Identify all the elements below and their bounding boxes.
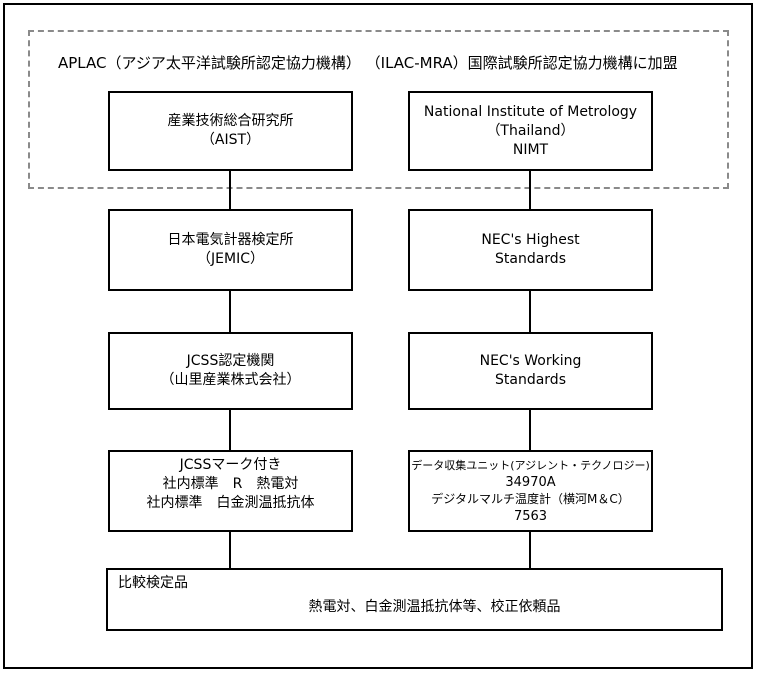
nimt-line-2: （Thailand） — [486, 122, 575, 139]
aist-box: 産業技術総合研究所 （AIST） — [108, 91, 353, 171]
connector-left-4 — [229, 531, 231, 569]
nimt-line-1: National Institute of Metrology — [423, 103, 638, 120]
jemic-box: 日本電気計器検定所 （JEMIC） — [108, 209, 353, 291]
connector-left-3 — [229, 409, 231, 451]
jemic-line-1: 日本電気計器検定所 — [167, 232, 294, 248]
instruments-line-3: デジタルマルチ温度計（横河M＆C） — [431, 492, 630, 506]
comparison-items-text: 熱電対、白金測温抵抗体等、校正依頼品 — [308, 599, 561, 615]
instruments-line-1: データ収集ユニット(アジレント・テクノロジー) — [411, 459, 650, 472]
instruments-box: データ収集ユニット(アジレント・テクノロジー) 34970A デジタルマルチ温度… — [408, 450, 653, 532]
jemic-line-2: （JEMIC） — [197, 251, 264, 267]
instruments-line-2: 34970A — [505, 475, 556, 490]
connector-left-2 — [229, 290, 231, 333]
jcss-lab-line-1: JCSS認定機関 — [186, 353, 275, 369]
internal-standards-box: JCSSマーク付き 社内標準 R 熱電対 社内標準 白金測温抵抗体 — [108, 450, 353, 532]
nec-highest-line-2: Standards — [495, 251, 566, 267]
nec-highest-line-1: NEC's Highest — [481, 232, 580, 248]
connector-right-3 — [529, 409, 531, 451]
internal-standards-line-3: 社内標準 白金測温抵抗体 — [146, 495, 315, 511]
accreditation-header: APLAC（アジア太平洋試験所認定協力機構） （ILAC-MRA）国際試験所認定… — [58, 54, 678, 72]
nimt-line-3: NIMT — [512, 141, 549, 158]
nec-working-line-1: NEC's Working — [479, 353, 582, 369]
connector-right-2 — [529, 290, 531, 333]
international-accreditation-group — [28, 30, 729, 189]
outer-frame — [3, 3, 753, 669]
comparison-items-box: 比較検定品 熱電対、白金測温抵抗体等、校正依頼品 — [106, 568, 723, 631]
internal-standards-line-1: JCSSマーク付き — [179, 457, 282, 473]
nec-highest-box: NEC's Highest Standards — [408, 209, 653, 291]
nec-working-line-2: Standards — [495, 372, 566, 388]
comparison-items-label: 比較検定品 — [118, 575, 188, 591]
connector-right-4 — [529, 531, 531, 569]
aist-line-1: 産業技術総合研究所 — [167, 113, 294, 129]
connector-left-1 — [229, 170, 231, 210]
aist-line-2: （AIST） — [200, 132, 261, 148]
jcss-lab-line-2: （山里産業株式会社） — [160, 372, 301, 388]
connector-right-1 — [529, 170, 531, 210]
jcss-lab-box: JCSS認定機関 （山里産業株式会社） — [108, 332, 353, 410]
nec-working-box: NEC's Working Standards — [408, 332, 653, 410]
nimt-box: National Institute of Metrology （Thailan… — [408, 91, 653, 171]
instruments-line-4: 7563 — [513, 509, 548, 524]
internal-standards-line-2: 社内標準 R 熱電対 — [162, 476, 299, 492]
